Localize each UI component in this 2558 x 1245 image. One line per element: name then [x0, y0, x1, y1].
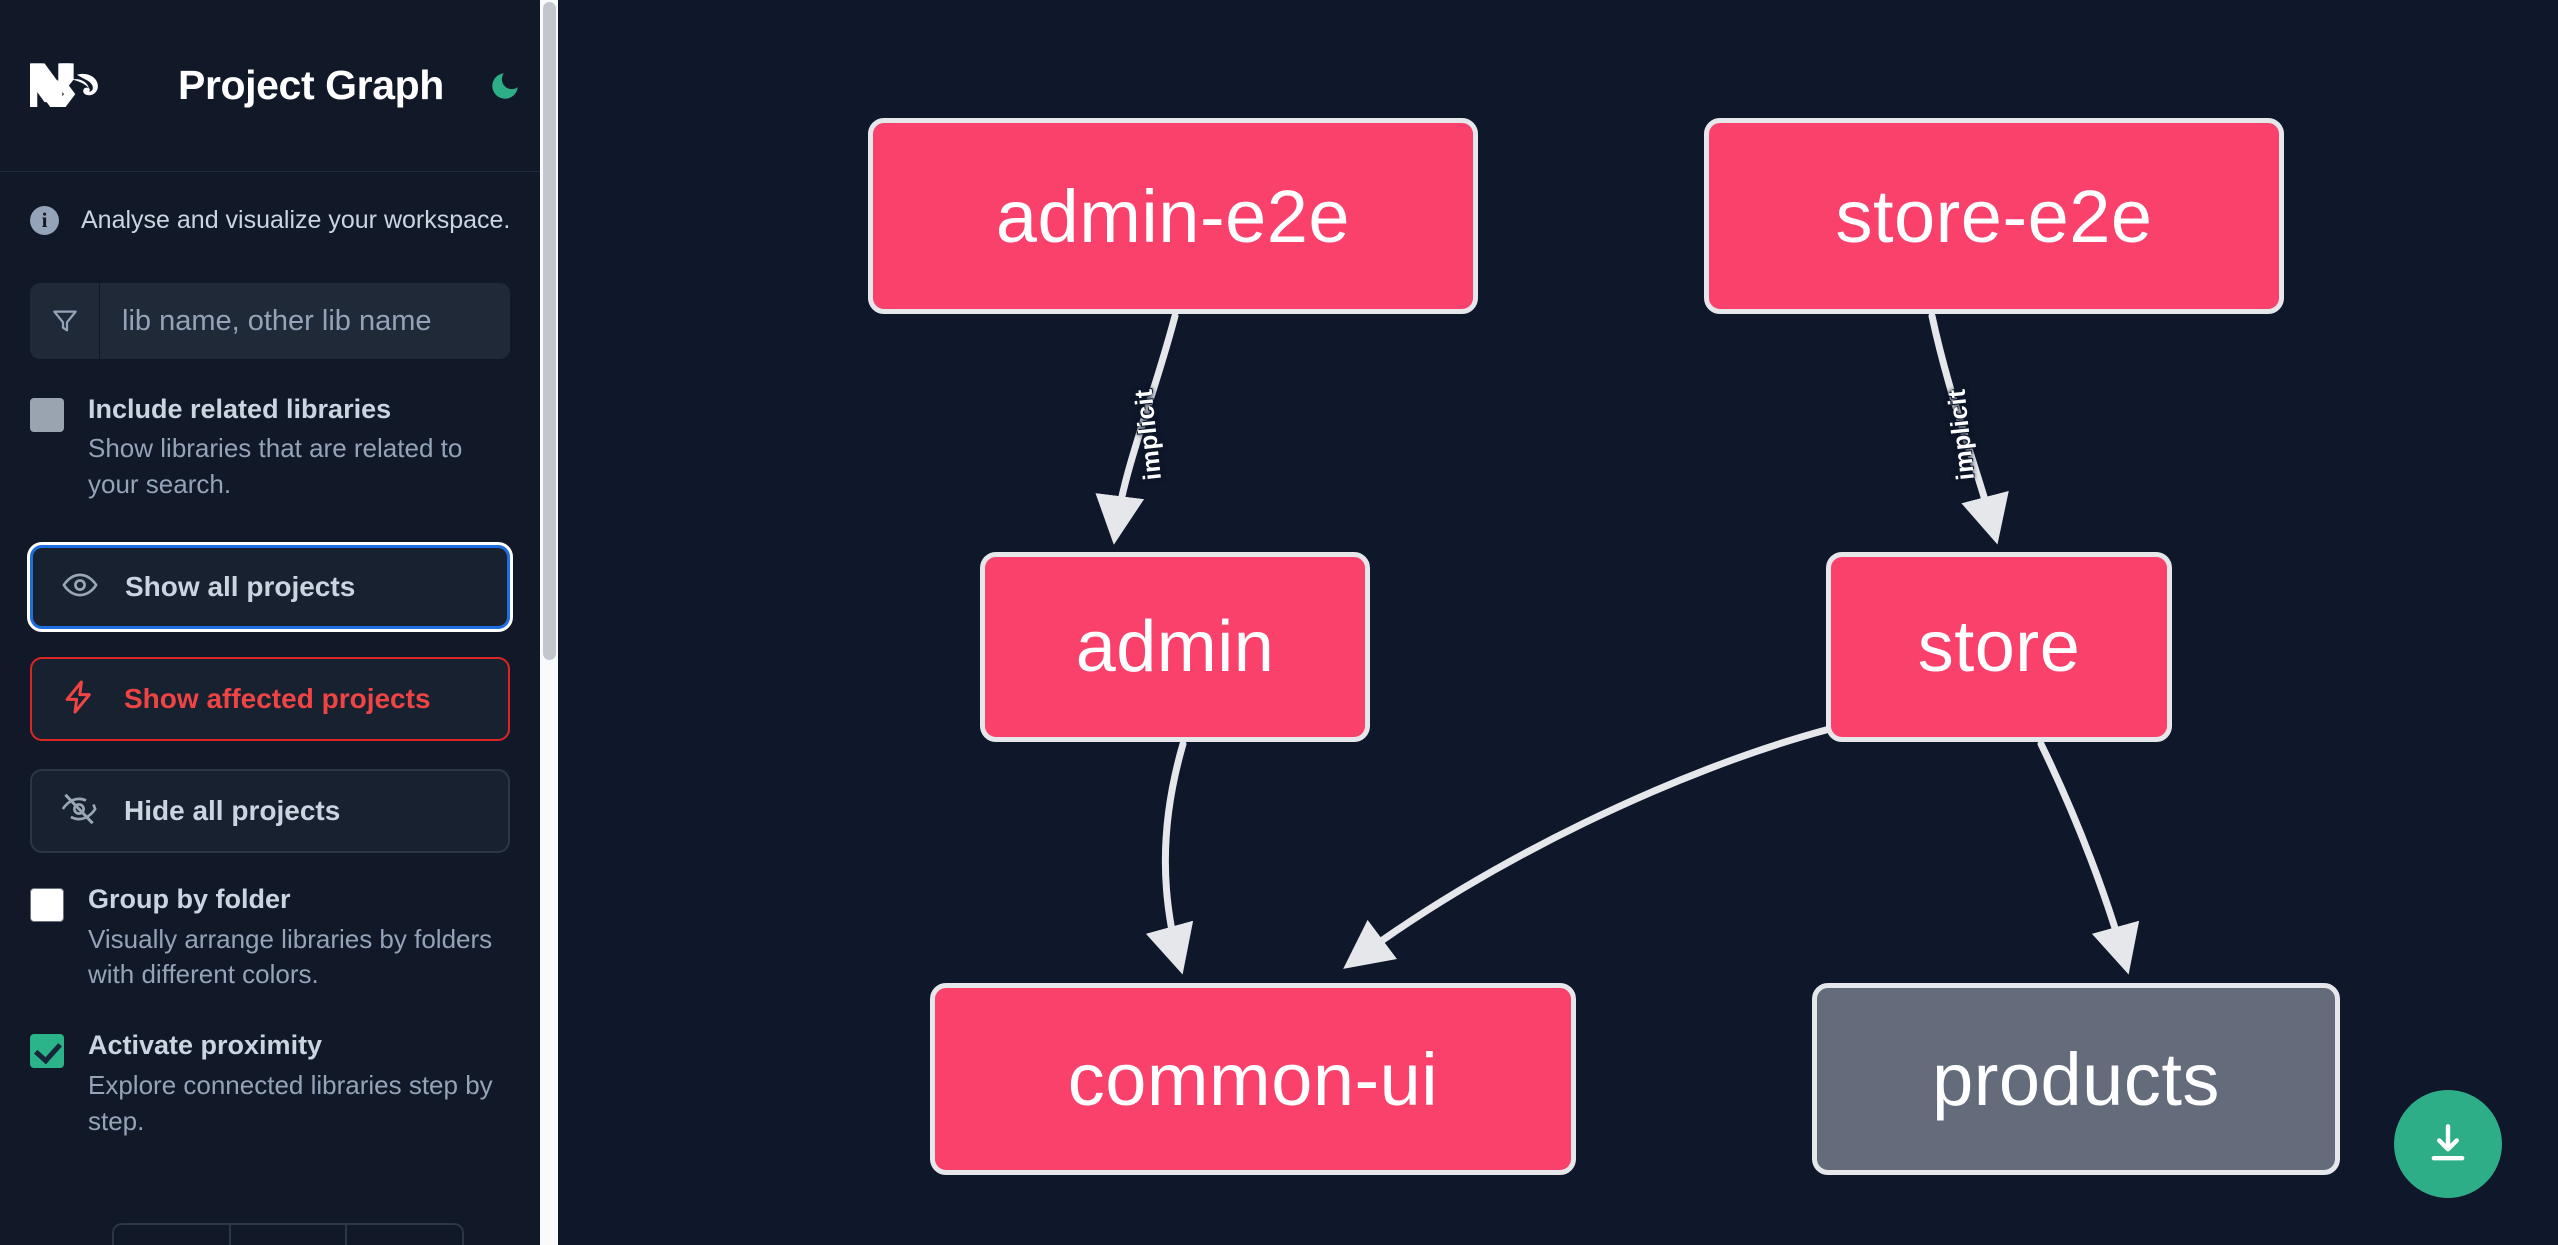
show-all-projects-button[interactable]: Show all projects: [27, 542, 513, 633]
edge-admin-e2e-admin: [1095, 312, 1179, 545]
graph-node-products-label: products: [1932, 1037, 2220, 1121]
graph-node-products[interactable]: products: [1812, 983, 2340, 1175]
workspace-info-text: Analyse and visualize your workspace.: [81, 206, 511, 234]
graph-node-admin[interactable]: admin: [980, 552, 1370, 742]
sidebar: Project Graph i Analyse and visualize yo…: [0, 0, 558, 1245]
sidebar-header: Project Graph: [0, 0, 540, 172]
sidebar-scroll-region: Project Graph i Analyse and visualize yo…: [0, 0, 540, 1245]
checkbox-activate-proximity[interactable]: Activate proximity Explore connected lib…: [30, 1029, 510, 1139]
graph-node-common-ui[interactable]: common-ui: [930, 983, 1576, 1175]
checkbox-activate-proximity-text: Activate proximity Explore connected lib…: [88, 1029, 508, 1139]
graph-node-common-ui-label: common-ui: [1067, 1037, 1439, 1121]
checkbox-include-related-libraries-text: Include related libraries Show libraries…: [88, 393, 508, 503]
graph-edges: [1095, 312, 2140, 975]
checkbox-activate-proximity-box[interactable]: [30, 1034, 64, 1069]
edge-store-e2e-store: [1928, 312, 2009, 545]
sidebar-scrollbar[interactable]: [540, 0, 558, 1245]
sidebar-scrollbar-thumb[interactable]: [543, 2, 556, 660]
checkbox-group-by-folder-label: Group by folder: [88, 884, 291, 915]
moon-icon[interactable]: [482, 63, 528, 109]
hide-all-projects-button[interactable]: Hide all projects: [30, 769, 510, 854]
edge-store-products: [2037, 740, 2140, 975]
eye-off-icon: [60, 790, 98, 833]
hide-all-projects-label: Hide all projects: [124, 795, 341, 827]
proximity-step-increase[interactable]: [347, 1225, 462, 1245]
checkbox-group-by-folder-text: Group by folder Visually arrange librari…: [88, 883, 508, 993]
graph-node-store[interactable]: store: [1826, 552, 2172, 742]
checkbox-include-related-libraries-desc: Show libraries that are related to your …: [88, 433, 463, 500]
checkbox-activate-proximity-desc: Explore connected libraries step by step…: [88, 1069, 493, 1136]
checkbox-group-by-folder-box[interactable]: [30, 888, 64, 923]
edge-admin-common-ui: [1145, 740, 1194, 975]
page-title: Project Graph: [178, 62, 444, 108]
checkbox-group-by-folder-desc: Visually arrange libraries by folders wi…: [88, 923, 493, 990]
graph-node-store-e2e-label: store-e2e: [1835, 174, 2153, 258]
proximity-step-value[interactable]: [231, 1225, 348, 1245]
checkbox-group-by-folder[interactable]: Group by folder Visually arrange librari…: [30, 883, 510, 993]
graph-node-store-label: store: [1917, 607, 2081, 687]
nx-logo: [21, 60, 127, 112]
search-input[interactable]: [100, 283, 510, 359]
graph-node-admin-label: admin: [1075, 607, 1275, 687]
visibility-buttons: Show all projects Show affected projects: [27, 542, 513, 854]
eye-icon: [61, 566, 99, 609]
checkbox-include-related-libraries[interactable]: Include related libraries Show libraries…: [30, 393, 510, 503]
filter-icon: [30, 283, 100, 359]
graph-node-admin-e2e[interactable]: admin-e2e: [868, 118, 1478, 314]
download-icon: [2431, 1124, 2465, 1161]
checkbox-activate-proximity-label: Activate proximity: [88, 1030, 323, 1061]
show-affected-projects-button[interactable]: Show affected projects: [30, 657, 510, 742]
filter-bar[interactable]: [30, 283, 510, 359]
proximity-step-decrease[interactable]: [114, 1225, 231, 1245]
graph-node-store-e2e[interactable]: store-e2e: [1704, 118, 2284, 314]
lightning-icon: [60, 678, 98, 721]
graph-canvas[interactable]: admin-e2e store-e2e admin store common-u…: [558, 0, 2558, 1245]
edge-store-common-ui: [1343, 726, 1830, 969]
show-all-projects-label: Show all projects: [125, 571, 356, 603]
checkbox-include-related-libraries-box[interactable]: [30, 398, 64, 432]
checkbox-include-related-libraries-label: Include related libraries: [88, 394, 392, 424]
show-affected-projects-label: Show affected projects: [124, 683, 431, 715]
graph-node-admin-e2e-label: admin-e2e: [995, 174, 1351, 258]
download-button[interactable]: [2394, 1090, 2502, 1198]
proximity-stepper-control[interactable]: [112, 1223, 464, 1245]
info-icon: i: [30, 206, 59, 235]
workspace-info: i Analyse and visualize your workspace.: [0, 172, 540, 235]
